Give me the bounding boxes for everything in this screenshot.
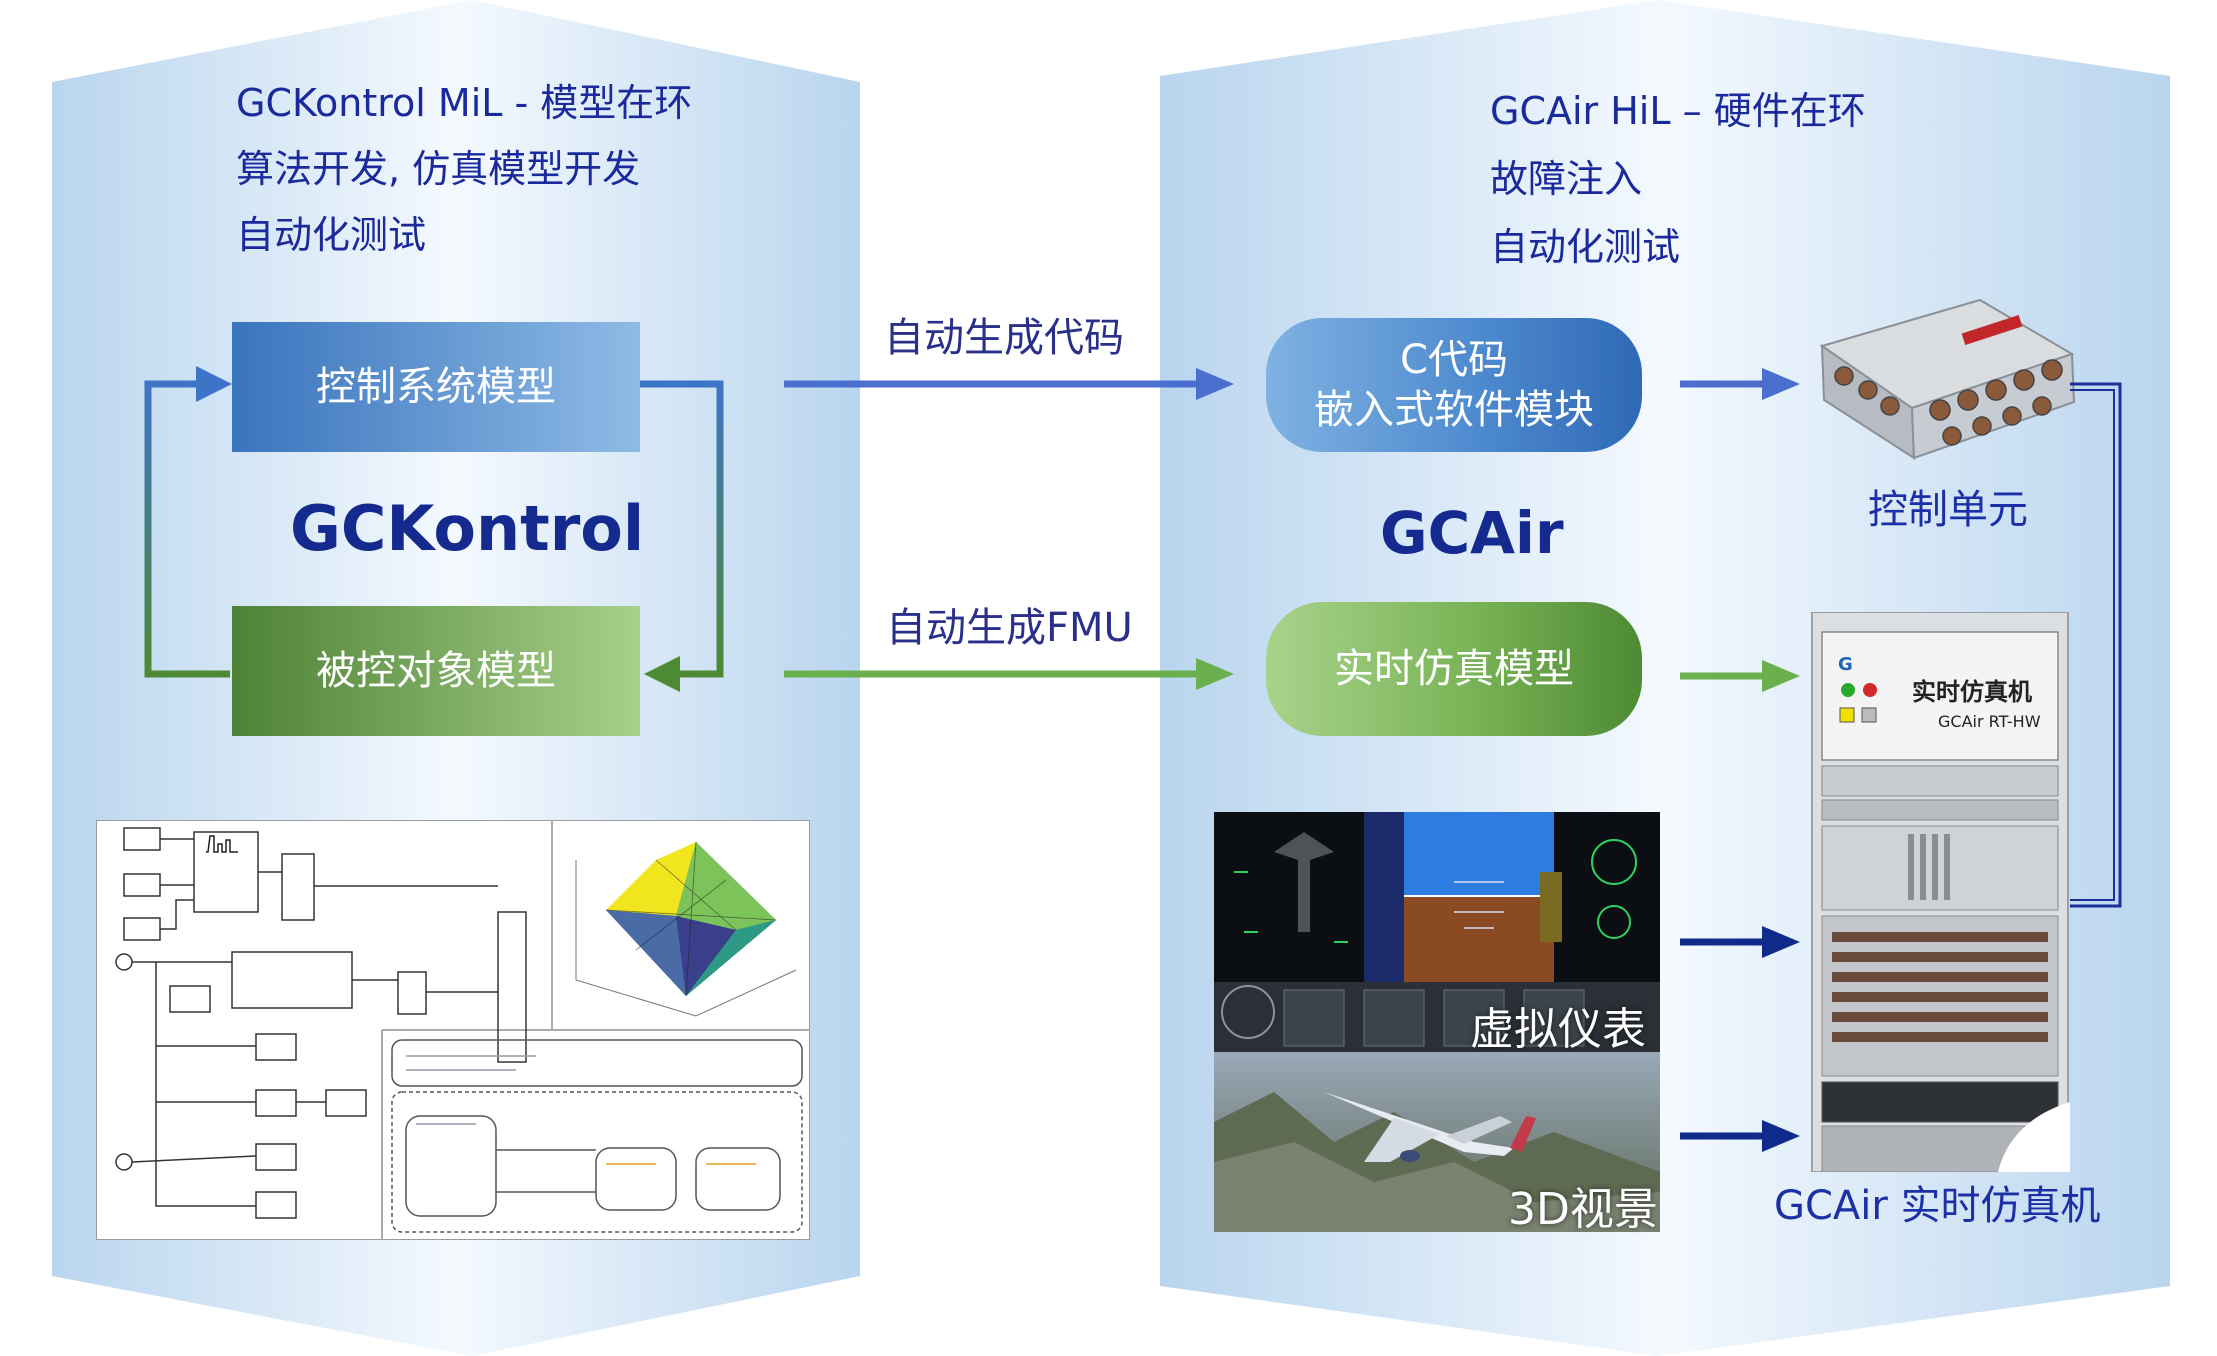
fmu-gen-label: 自动生成FMU <box>886 605 1133 651</box>
gcair-brand: GCAir <box>1380 499 1564 567</box>
plant-input-arrowhead <box>644 656 680 692</box>
code-gen-label: 自动生成代码 <box>884 315 1124 361</box>
control-system-model-label: 控制系统模型 <box>316 364 556 410</box>
gckontrol-brand: GCKontrol <box>290 492 645 565</box>
control-unit-rack-connection <box>2070 382 2122 908</box>
control-unit-hardware <box>1819 298 2076 460</box>
left-title-line-1: GCKontrol MiL - 模型在环 <box>236 81 693 125</box>
control-unit-label: 控制单元 <box>1868 487 2028 533</box>
scene-3d-panel <box>1214 1052 1660 1232</box>
virtual-instruments-panel <box>1214 812 1660 1052</box>
scene-3d-label: 3D视景 <box>1508 1184 1658 1235</box>
realtime-model-label: 实时仿真模型 <box>1334 646 1574 692</box>
scene-to-simulator-arrow <box>1680 1120 1800 1152</box>
plant-model-box: 被控对象模型 <box>232 606 640 736</box>
instruments-to-simulator-arrow <box>1680 926 1800 958</box>
controller-input-arrowhead <box>196 366 232 402</box>
control-loop-arrows <box>144 366 724 692</box>
rack-title: 实时仿真机 <box>1912 677 2032 706</box>
simulink-block-diagram <box>115 827 527 1219</box>
c-code-label: C代码 <box>1400 337 1508 383</box>
surface-3d-plot <box>566 830 802 1020</box>
svg-text:G: G <box>1838 654 1853 675</box>
realtime-simulator-rack: G <box>1811 612 2070 1172</box>
right-title-line-3: 自动化测试 <box>1490 225 1681 269</box>
left-title-line-3: 自动化测试 <box>236 213 427 257</box>
code-gen-arrow <box>784 368 1234 400</box>
to-control-unit-arrow <box>1680 368 1800 400</box>
left-title-line-2: 算法开发, 仿真模型开发 <box>236 147 641 191</box>
embedded-software-label: 嵌入式软件模块 <box>1314 387 1594 433</box>
model-screenshot <box>96 820 810 1240</box>
to-simulator-arrow-green <box>1680 660 1800 692</box>
c-code-module-pill: C代码 嵌入式软件模块 <box>1266 318 1642 452</box>
airplane-icon <box>1324 1092 1536 1162</box>
state-machine-diagram <box>391 1039 803 1233</box>
right-title-line-2: 故障注入 <box>1490 157 1643 201</box>
right-title-line-1: GCAir HiL – 硬件在环 <box>1490 89 1866 133</box>
realtime-model-pill: 实时仿真模型 <box>1266 602 1642 736</box>
simulator-caption: GCAir 实时仿真机 <box>1774 1183 2101 1229</box>
rack-subtitle: GCAir RT-HW <box>1938 712 2041 731</box>
control-system-model-box: 控制系统模型 <box>232 322 640 452</box>
fmu-gen-arrow <box>784 658 1234 690</box>
virtual-instruments-label: 虚拟仪表 <box>1470 1004 1646 1055</box>
plant-model-label: 被控对象模型 <box>316 648 556 694</box>
